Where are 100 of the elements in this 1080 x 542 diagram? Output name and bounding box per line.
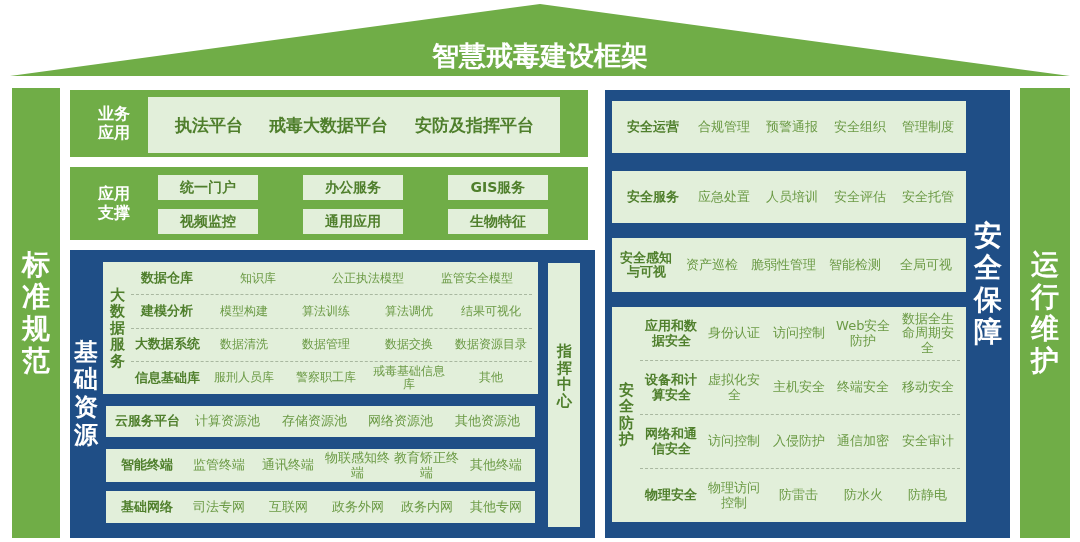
item-label: 监管安全模型	[440, 271, 515, 285]
command-panel	[548, 263, 580, 527]
item-label: 教育矫正终端	[393, 451, 461, 480]
item-label: 安全评估	[833, 189, 887, 205]
layer-title: 标准规范	[20, 246, 51, 380]
item-label: 智能检测	[827, 257, 882, 273]
item-label: 其他专网	[469, 499, 524, 515]
service-label: 通用应用	[325, 213, 381, 230]
item-label: 全局可视	[899, 257, 954, 273]
item-label: 管理制度	[901, 119, 955, 135]
module-panel	[103, 262, 538, 394]
service-tile	[158, 175, 258, 200]
item-label: 服刑人员库	[213, 371, 276, 385]
item-label: 算法训练	[301, 304, 352, 318]
item-label: 存储资源池	[280, 414, 348, 429]
module-strip	[106, 491, 535, 523]
platform-panel	[148, 97, 560, 153]
module-panel	[612, 307, 966, 522]
service-tile	[448, 209, 548, 234]
item-label: 入侵防护	[771, 434, 826, 449]
service-label: 生物特征	[470, 213, 526, 230]
service-tile	[158, 209, 258, 234]
module-title: 安全服务	[626, 189, 680, 205]
platform-label: 执法平台	[174, 115, 243, 135]
item-label: 人员培训	[765, 189, 819, 205]
module-title: 安全感知与可视	[619, 250, 673, 280]
item-label: 虚拟化安全	[707, 373, 762, 402]
item-label: 安全组织	[833, 119, 887, 135]
item-label: 通讯终端	[261, 458, 316, 473]
module-title: 安全运营	[626, 119, 680, 135]
item-label: 政务外网	[330, 499, 385, 515]
item-label: 数据交换	[383, 338, 434, 352]
layer-title: 基础资源	[72, 336, 99, 451]
module-strip	[612, 101, 966, 153]
item-label: 防雷击	[778, 488, 820, 503]
item-label: 戒毒基础信息库	[371, 364, 446, 392]
service-label: 视频监控	[180, 213, 236, 230]
item-label: 模型构建	[219, 304, 270, 318]
row-title: 应用和数据安全	[644, 319, 698, 348]
layer-title: 运行维护	[1029, 246, 1060, 380]
layer-band	[70, 167, 588, 240]
item-label: 物理访问控制	[707, 481, 762, 510]
service-label: 办公服务	[325, 179, 381, 196]
item-label: 防静电	[907, 488, 949, 503]
item-label: 其他	[477, 371, 504, 385]
item-label: 通信加密	[836, 434, 891, 449]
layer-band	[70, 250, 595, 538]
module-title: 云服务平台	[113, 414, 181, 429]
item-label: 数据清洗	[219, 338, 270, 352]
item-label: 数据资源目录	[453, 338, 528, 352]
item-label: 终端安全	[836, 380, 891, 395]
service-label: GIS服务	[470, 179, 526, 196]
item-label: 计算资源池	[193, 414, 261, 429]
item-label: 其他终端	[469, 458, 524, 473]
service-tile	[303, 175, 403, 200]
item-label: 互联网	[267, 499, 309, 515]
row-title: 大数据系统	[133, 337, 201, 352]
item-label: 资产巡检	[684, 257, 739, 273]
layer-band	[70, 90, 588, 157]
layer-band	[605, 90, 1010, 538]
platform-label: 戒毒大数据平台	[269, 115, 388, 135]
item-label: 公正执法模型	[330, 271, 405, 285]
module-title: 大数据服务	[108, 284, 126, 372]
platform-label: 安防及指挥平台	[414, 115, 534, 135]
module-strip	[612, 171, 966, 223]
module-title: 基础网络	[120, 499, 174, 515]
item-label: 应急处置	[697, 189, 751, 205]
item-label: 主机安全	[771, 380, 826, 395]
item-label: 政务内网	[399, 499, 454, 515]
item-label: 防水火	[842, 488, 884, 503]
item-label: 移动安全	[900, 380, 955, 395]
item-label: 知识库	[238, 271, 277, 285]
module-title: 安全防护	[617, 379, 635, 450]
item-label: 司法专网	[191, 499, 246, 515]
layer-title: 业务应用	[97, 103, 131, 144]
service-label: 统一门户	[180, 179, 236, 196]
row-title: 网络和通信安全	[644, 427, 698, 456]
layer-title: 安全保障	[972, 217, 1003, 351]
item-label: 数据全生命周期安全	[900, 312, 955, 355]
service-tile	[303, 209, 403, 234]
item-label: 其他资源池	[454, 414, 522, 429]
pillar-band	[1020, 88, 1070, 538]
row-title: 建模分析	[139, 304, 194, 319]
item-label: 数据管理	[301, 338, 352, 352]
item-label: 结果可视化	[459, 304, 522, 318]
module-title: 智能终端	[120, 458, 174, 473]
item-label: 访问控制	[771, 326, 826, 341]
item-label: 警察职工库	[295, 371, 358, 385]
panel-title: 指挥中心	[555, 343, 573, 409]
item-label: 脆弱性管理	[749, 257, 817, 273]
item-label: 网络资源池	[367, 414, 435, 429]
item-label: 访问控制	[707, 434, 762, 449]
item-label: 合规管理	[697, 119, 751, 135]
row-title: 物理安全	[644, 488, 698, 503]
module-strip	[106, 406, 535, 437]
item-label: 安全审计	[900, 434, 955, 449]
row-title: 信息基础库	[133, 370, 201, 385]
item-label: 预警通报	[765, 119, 819, 135]
module-strip	[612, 238, 966, 292]
module-strip	[106, 449, 535, 482]
